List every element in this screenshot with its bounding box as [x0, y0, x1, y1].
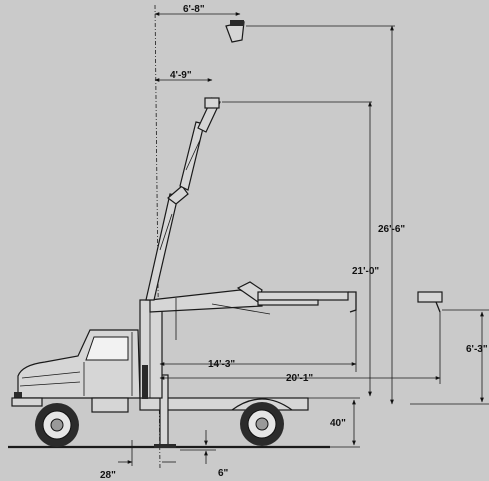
- dim-height-max: 26'-6": [378, 224, 405, 235]
- dim-height-low: 6'-3": [466, 344, 488, 355]
- dim-height-mid: 21'-0": [352, 266, 379, 277]
- boom-raised-position: [145, 97, 221, 301]
- dim-reach-short: 14'-3": [208, 359, 235, 370]
- crane-pedestal: [139, 299, 163, 399]
- boom-tip-max: [225, 20, 245, 43]
- rear-wheel: [240, 402, 284, 446]
- truck: [11, 329, 309, 448]
- dim-reach-mid: 4'-9": [170, 70, 192, 81]
- dim-reach-long: 20'-1": [286, 373, 313, 384]
- dim-offset-28: 28": [100, 470, 116, 481]
- boom-low-position: [149, 281, 357, 340]
- front-wheel: [35, 403, 79, 447]
- dim-reach-upper: 6'-8": [183, 4, 205, 15]
- boom-tip-reach: [417, 291, 443, 313]
- dim-offset-6: 6": [218, 468, 229, 479]
- dim-bed-height: 40": [330, 418, 346, 429]
- cab-window: [85, 336, 129, 361]
